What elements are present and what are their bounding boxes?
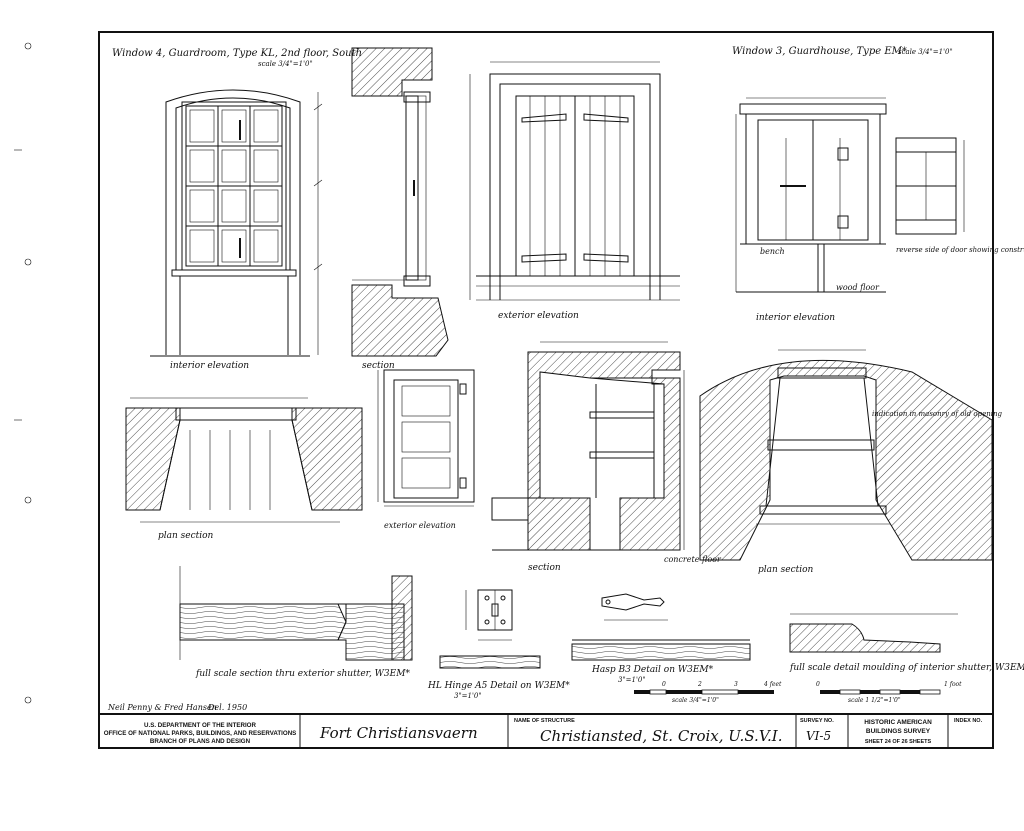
punch-marks — [14, 42, 32, 704]
structure-name-large: Fort Christiansvaern — [319, 724, 478, 742]
window4-section — [351, 47, 449, 357]
label-interior-elevation-1: interior elevation — [170, 361, 249, 371]
window3-scale: scale 3/4"=1'0" — [898, 48, 953, 56]
window4-title: Window 4, Guardroom, Type KL, 2nd floor,… — [112, 48, 362, 59]
label-bench: bench — [760, 247, 785, 256]
hasp-detail — [571, 593, 751, 661]
index-header: INDEX NO. — [954, 718, 983, 724]
window3-interior-elevation — [735, 97, 887, 293]
label-reverse-side: reverse side of door showing constructio… — [896, 246, 1024, 254]
scale-a-tick-1: 2 — [697, 681, 702, 688]
drawn-by: Neil Penny & Fred Hansen — [107, 703, 217, 712]
title-block — [98, 713, 994, 749]
label-hinge-detail: HL Hinge A5 Detail on W3EM* — [427, 681, 570, 691]
label-concrete-floor: concrete floor — [664, 555, 722, 564]
label-hinge-scale: 3"=1'0" — [454, 692, 482, 700]
drawn-date: Del. 1950 — [207, 703, 247, 712]
habs-line-1: HISTORIC AMERICAN — [864, 719, 932, 726]
structure-header: NAME OF STRUCTURE — [514, 718, 575, 724]
label-wood-floor: wood floor — [836, 283, 880, 292]
window3-plan-section — [699, 349, 993, 561]
label-interior-elevation-2: interior elevation — [756, 313, 835, 323]
graphic-scale-a: 0 2 3 4 feet scale 3/4"=1'0" — [634, 681, 782, 704]
dept-line-1: U.S. DEPARTMENT OF THE INTERIOR — [144, 722, 256, 729]
scale-a-tick-3: 4 feet — [763, 681, 782, 688]
window3-section — [491, 341, 685, 551]
window3-exterior-elevation — [377, 369, 475, 507]
moulding-detail — [789, 613, 958, 653]
window3-title: Window 3, Guardhouse, Type EM* — [732, 46, 907, 57]
label-exterior-elevation-1: exterior elevation — [498, 311, 579, 321]
label-section-2: section — [528, 563, 561, 573]
label-exterior-elevation-2: exterior elevation — [384, 521, 456, 530]
label-plan-section-2: plan section — [758, 565, 814, 575]
label-hasp-detail: Hasp B3 Detail on W3EM* — [591, 665, 714, 675]
label-plan-section-1: plan section — [158, 531, 214, 541]
survey-no: VI-5 — [806, 729, 831, 743]
sheet-line: SHEET 24 OF 26 SHEETS — [865, 739, 932, 745]
scale-a-label: scale 3/4"=1'0" — [672, 697, 719, 704]
label-section-1: section — [362, 361, 395, 371]
label-indication: indication in masonry of old opening — [872, 410, 1002, 418]
hinge-detail — [439, 589, 541, 669]
scale-b-label: scale 1 1/2"=1'0" — [848, 697, 901, 704]
shutter-full-scale-section — [179, 566, 413, 661]
graphic-scale-b: 0 1 foot scale 1 1/2"=1'0" — [816, 681, 962, 704]
habs-line-2: BUILDINGS SURVEY — [866, 728, 931, 735]
window4-interior-elevation — [150, 89, 323, 357]
label-hasp-scale: 3"=1'0" — [618, 676, 646, 684]
survey-header: SURVEY NO. — [800, 718, 834, 724]
reverse-side-door — [895, 137, 965, 235]
label-moulding-detail: full scale detail moulding of interior s… — [789, 663, 1024, 673]
scale-a-tick-2: 3 — [734, 681, 738, 688]
scale-b-tick-1: 1 foot — [944, 681, 962, 688]
window4-plan-section — [125, 397, 363, 523]
dept-line-2: OFFICE OF NATIONAL PARKS, BUILDINGS, AND… — [104, 730, 297, 737]
location: Christiansted, St. Croix, U.S.V.I. — [540, 727, 783, 745]
scale-b-tick-0: 0 — [816, 681, 820, 688]
window4-exterior-elevation — [469, 61, 680, 301]
dept-line-3: BRANCH OF PLANS AND DESIGN — [150, 738, 251, 745]
scale-a-tick-0: 0 — [662, 681, 666, 688]
window4-scale: scale 3/4"=1'0" — [258, 60, 313, 68]
label-full-scale-shutter: full scale section thru exterior shutter… — [195, 669, 410, 679]
